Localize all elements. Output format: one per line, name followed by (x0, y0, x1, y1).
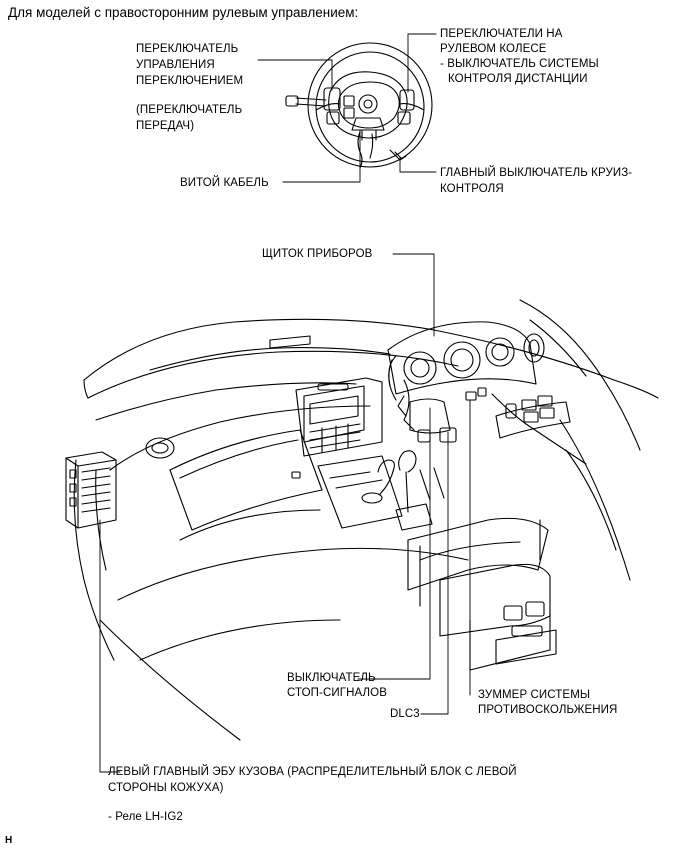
label-buzzer-2: ПРОТИВОСКОЛЬЖЕНИЯ (478, 704, 618, 716)
label-dlc3: DLC3 (390, 708, 420, 720)
label-body-ecu-2: СТОРОНЫ КОЖУХА) (108, 782, 224, 794)
label-instrument-panel: ЩИТОК ПРИБОРОВ (262, 248, 373, 260)
header-title: Для моделей с правосторонним рулевым упр… (8, 5, 359, 20)
label-shift-switch-3: ПЕРЕКЛЮЧЕНИЕМ (136, 75, 244, 87)
wheel-leaders (257, 33, 437, 183)
label-buzzer-1: ЗУММЕР СИСТЕМЫ (478, 689, 591, 701)
label-shift-switch-2: УПРАВЛЕНИЯ (136, 59, 215, 71)
label-wheel-switches-4: КОНТРОЛЯ ДИСТАНЦИИ (448, 73, 588, 85)
label-stop-lamp-1: ВЫКЛЮЧАТЕЛЬ (287, 672, 376, 684)
label-body-ecu-1: ЛЕВЫЙ ГЛАВНЫЙ ЭБУ КУЗОВА (РАСПРЕДЕЛИТЕЛЬ… (108, 766, 517, 778)
label-stop-lamp-2: СТОП-СИГНАЛОВ (287, 687, 387, 699)
label-spiral-cable: ВИТОЙ КАБЕЛЬ (180, 177, 269, 189)
label-wheel-switches-3: - ВЫКЛЮЧАТЕЛЬ СИСТЕМЫ (440, 58, 599, 70)
dashboard-illustration (65, 299, 659, 741)
label-cruise-main-2: КОНТРОЛЯ (440, 183, 504, 195)
label-relay: - Реле LH-IG2 (108, 811, 183, 823)
label-cruise-main-1: ГЛАВНЫЙ ВЫКЛЮЧАТЕЛЬ КРУИЗ- (440, 167, 633, 179)
steering-wheel-illustration (285, 42, 433, 169)
label-wheel-switches-2: РУЛЕВОМ КОЛЕСЕ (440, 43, 547, 55)
label-shift-switch-4: (ПЕРЕКЛЮЧАТЕЛЬ (136, 104, 243, 116)
body-ecu-box (65, 451, 117, 529)
main-leaders (99, 253, 471, 773)
label-shift-switch-5: ПЕРЕДАЧ) (136, 120, 195, 132)
figure-code: H (5, 835, 13, 846)
label-wheel-switches-1: ПЕРЕКЛЮЧАТЕЛИ НА (440, 28, 563, 40)
instrument-cluster (387, 321, 537, 431)
label-shift-switch-1: ПЕРЕКЛЮЧАТЕЛЬ (136, 43, 239, 55)
